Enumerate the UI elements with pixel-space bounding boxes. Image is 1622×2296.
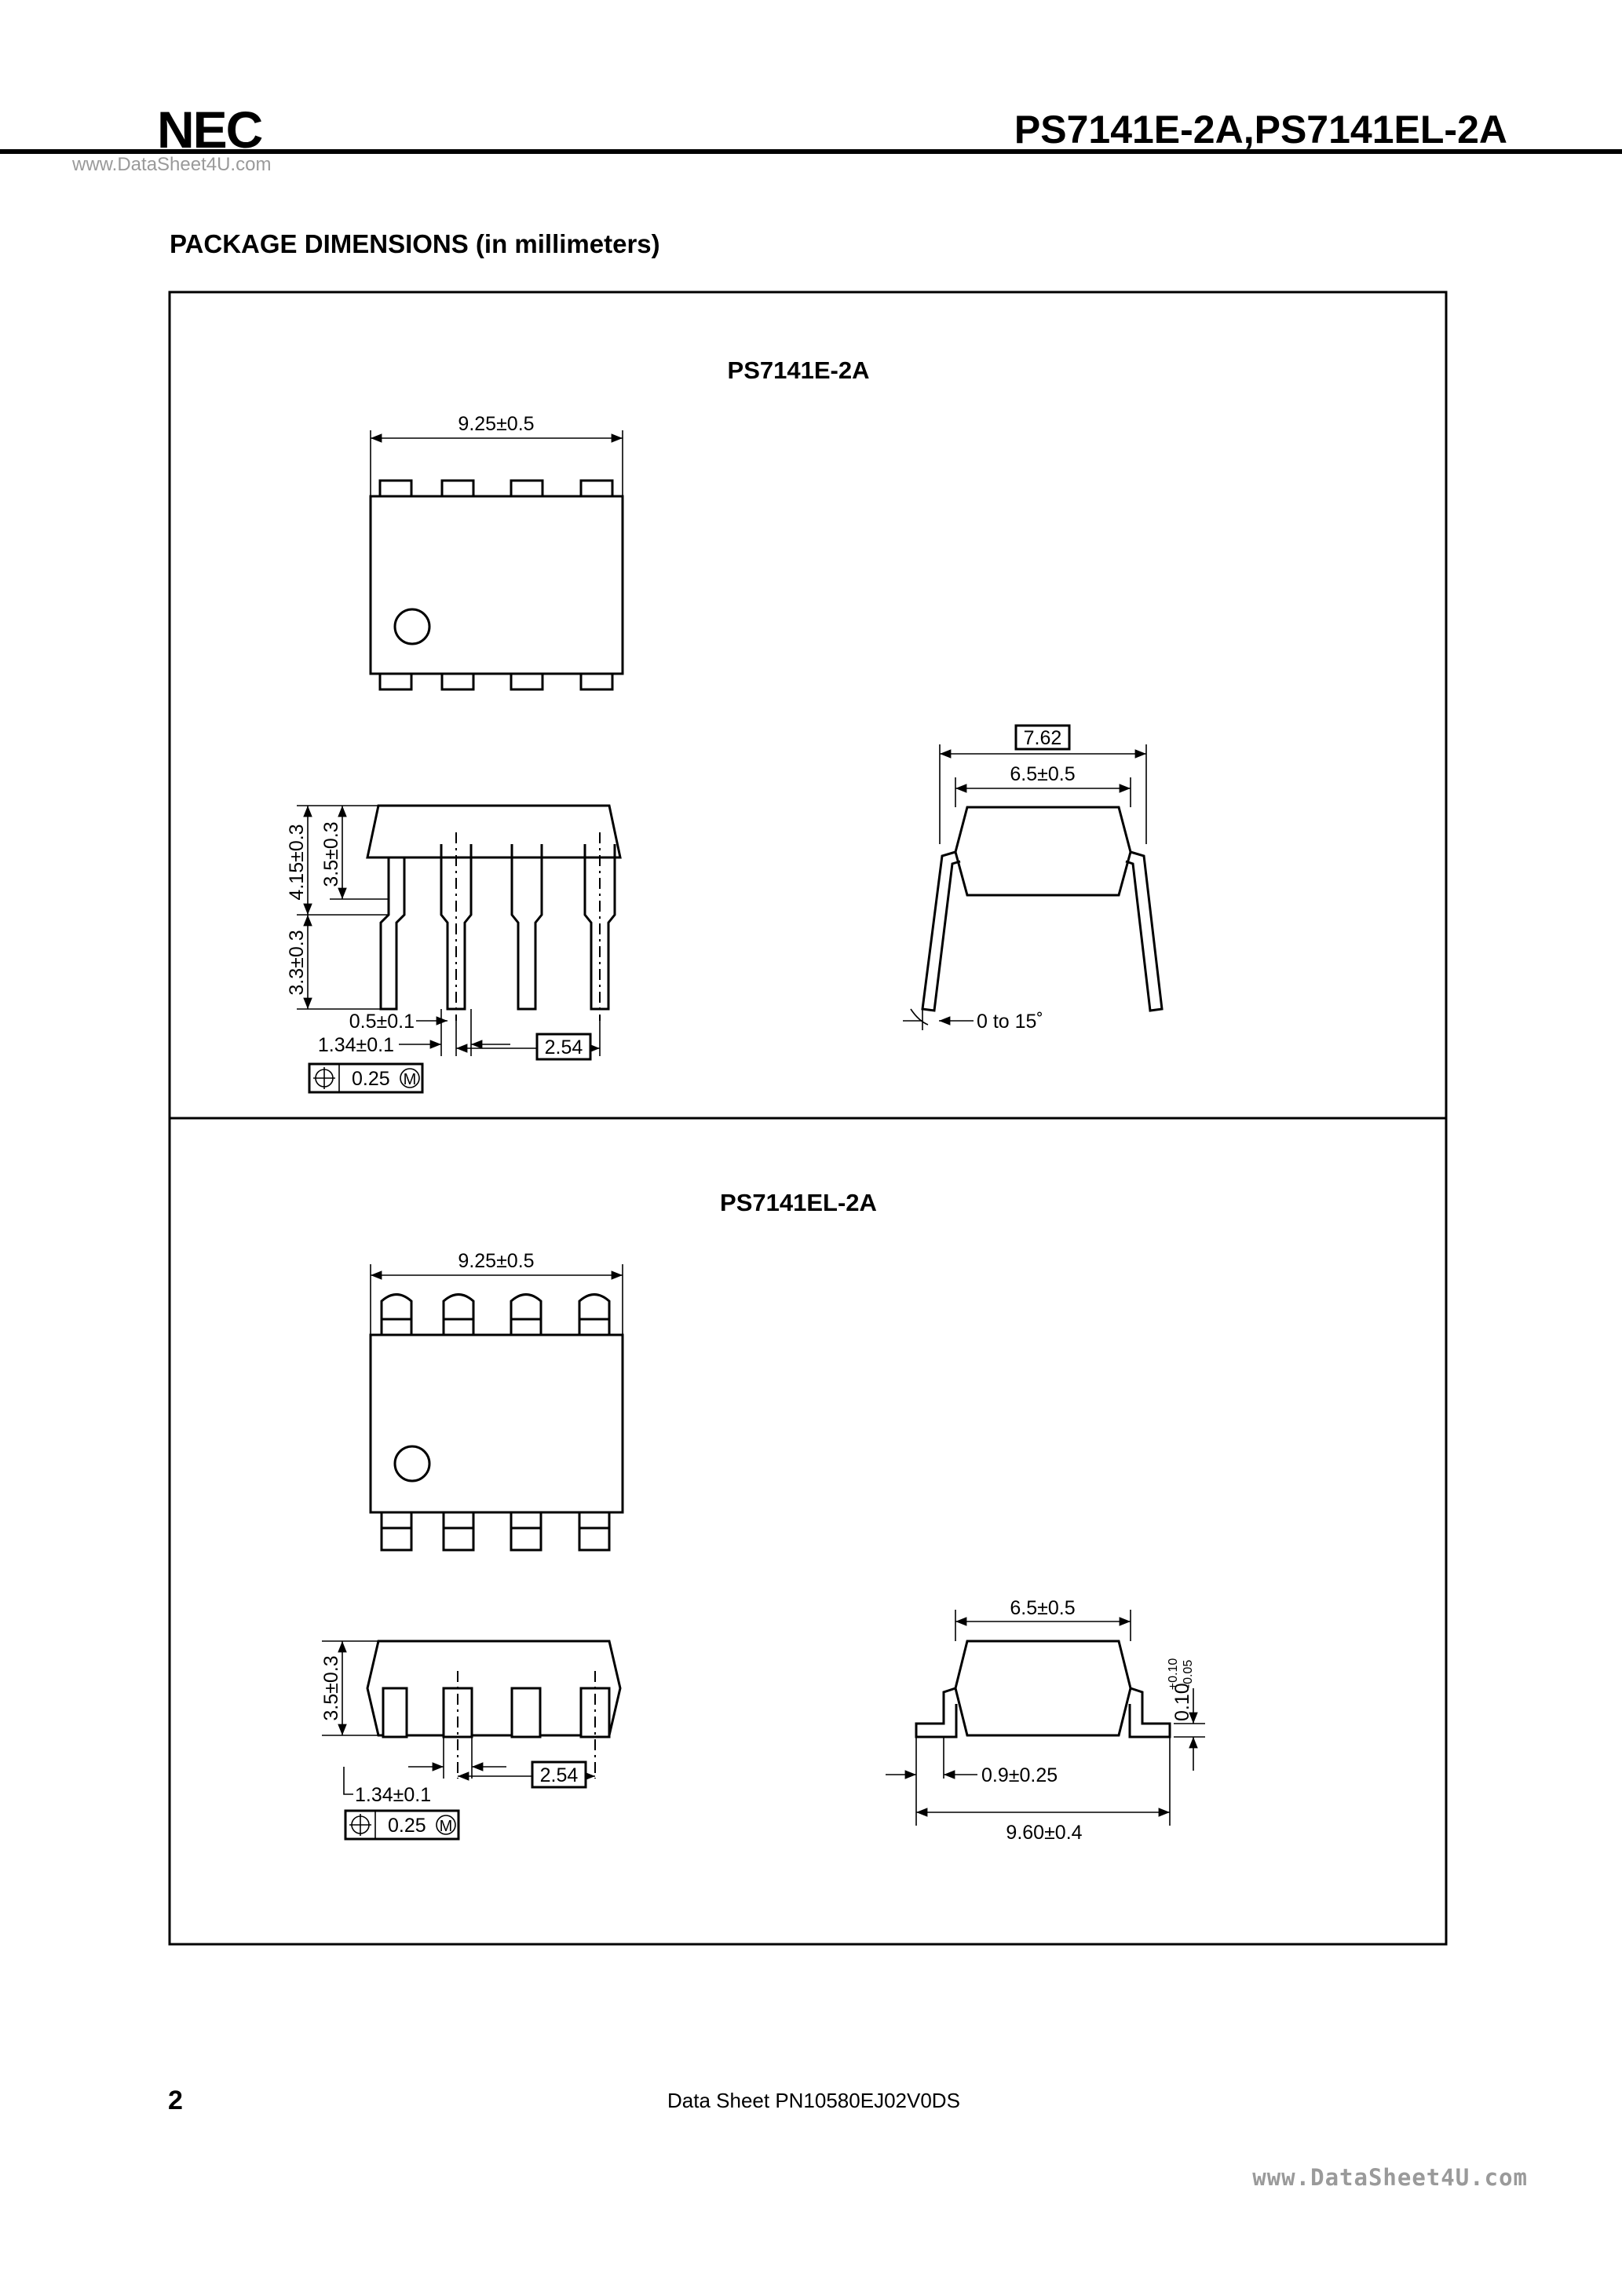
dim-body-height-el: 3.5±0.3 <box>320 1655 342 1720</box>
dim-body-width-el: 6.5±0.5 <box>1010 1597 1075 1619</box>
pin1-marker-e <box>393 608 431 645</box>
dim-lead-shoulder-e: 1.34±0.1 <box>318 1034 394 1056</box>
side-view-el: 3.5±0.3 1.34±0.1 2.54 0.25 M <box>320 1640 622 1841</box>
dim-lead-length-e: 3.3±0.3 <box>286 930 308 995</box>
dim-body-width-e: 6.5±0.5 <box>1010 763 1075 785</box>
dim-lead-width-e: 0.5±0.1 <box>349 1011 415 1033</box>
dim-standoff-tol-plus-el: +0.10 <box>1167 1658 1180 1691</box>
header-rule <box>0 149 1622 154</box>
page-number: 2 <box>168 2086 183 2115</box>
dim-pitch-el: 2.54 <box>540 1764 579 1786</box>
package-title-e: PS7141E-2A <box>728 356 870 384</box>
dim-body-length-e: 9.25±0.5 <box>458 413 534 435</box>
dim-overall-width-el: 9.60±0.4 <box>1006 1822 1082 1844</box>
footer-watermark[interactable]: www.DataSheet4U.com <box>1252 2164 1528 2191</box>
package-title-el: PS7141EL-2A <box>720 1189 877 1216</box>
dim-body-length-el: 9.25±0.5 <box>458 1250 534 1272</box>
dim-position-tolerance-e: 0.25 <box>352 1068 390 1090</box>
dim-foot-length-el: 0.9±0.25 <box>981 1764 1058 1786</box>
dim-standoff-el: 0.10 <box>1171 1683 1193 1721</box>
dim-lead-angle-e: 0 to 15˚ <box>977 1011 1043 1033</box>
document-id: PS7141E-2A,PS7141EL-2A <box>1014 108 1507 152</box>
pin1-marker-el <box>393 1445 431 1483</box>
top-view-e: 9.25±0.5 <box>369 413 624 691</box>
svg-text:M: M <box>404 1071 417 1088</box>
dim-standoff-tol-minus-el: -0.05 <box>1182 1660 1195 1689</box>
top-view-el: 9.25±0.5 <box>369 1250 624 1552</box>
dim-lead-shoulder-el: 1.34±0.1 <box>355 1784 431 1806</box>
footer-reference: Data Sheet PN10580EJ02V0DS <box>667 2089 960 2112</box>
section-title: PACKAGE DIMENSIONS (in millimeters) <box>170 229 660 258</box>
dim-position-tolerance-el: 0.25 <box>388 1815 426 1837</box>
dim-pitch-e: 2.54 <box>545 1036 583 1058</box>
end-view-e: 7.62 6.5±0.5 0 to 15˚ <box>903 724 1164 1033</box>
end-view-el: 6.5±0.5 0.10 +0.10 -0.05 0.9±0.25 9.60±0… <box>886 1597 1205 1844</box>
side-view-e: 4.15±0.3 3.5±0.3 3.3±0.3 0.5±0.1 1.34±0.… <box>286 804 622 1094</box>
dim-total-height-e: 4.15±0.3 <box>286 824 308 900</box>
dim-body-height-e: 3.5±0.3 <box>320 821 342 887</box>
header-watermark[interactable]: www.DataSheet4U.com <box>72 154 272 175</box>
dim-row-spacing-e: 7.62 <box>1024 727 1062 749</box>
svg-text:M: M <box>440 1818 453 1835</box>
nec-logo: NEC <box>157 101 263 159</box>
